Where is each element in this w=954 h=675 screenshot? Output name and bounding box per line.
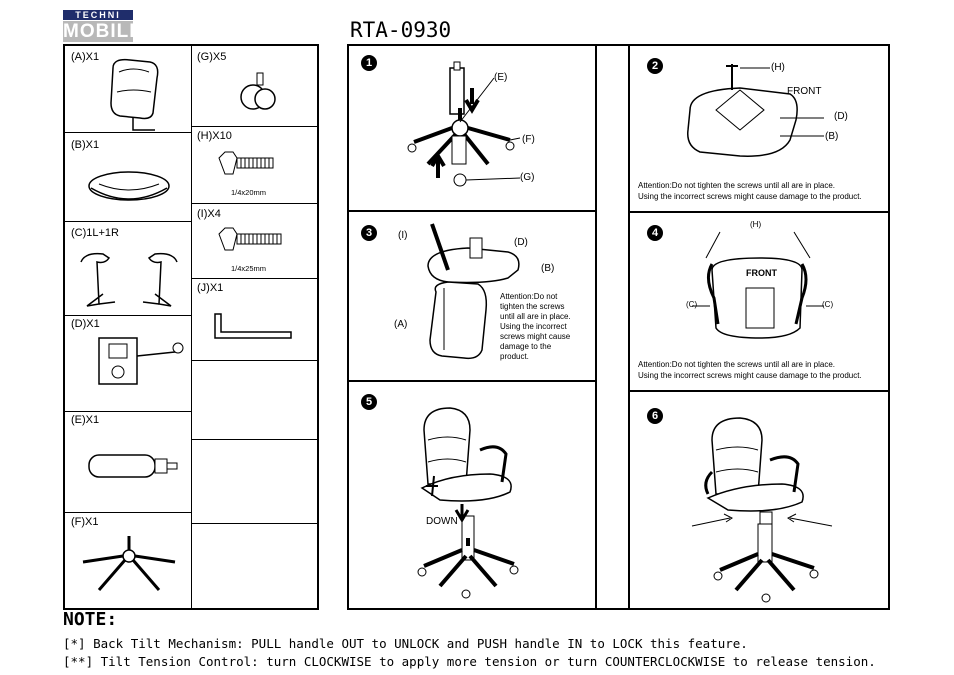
step-1-illustration [407, 61, 521, 187]
armrests-icon [80, 252, 178, 307]
star-base-icon [82, 536, 176, 591]
step-3-illustration [427, 223, 520, 360]
step-2-callout-d: (D) [834, 111, 848, 122]
gas-cylinder-icon [88, 454, 178, 478]
parts-list: (A)X1 (B)X1 (C)1L+1R (D)X1 (E)X1 (F)X1 [63, 44, 319, 610]
backrest-icon [110, 58, 159, 131]
steps-panel [347, 44, 890, 610]
seat-cushion-icon [88, 171, 170, 201]
step-3-callout-a: (A) [394, 319, 408, 330]
parts-divider [191, 46, 192, 608]
part-h-label: (H)X10 [197, 130, 232, 142]
logo-bottom-text: MOBILI [63, 21, 136, 42]
step-3-attention: Attention:Do not tighten the screws unti… [500, 292, 571, 361]
note-tilt-tension: [**] Tilt Tension Control: turn CLOCKWIS… [63, 654, 876, 669]
step-3-callout-d: (D) [514, 237, 528, 248]
model-title: RTA-0930 [350, 18, 452, 42]
step-2-attention-2: Using the incorrect screws might cause d… [638, 192, 862, 201]
step-6-number: 6 [647, 408, 663, 424]
part-c-label: (C)1L+1R [71, 227, 119, 239]
part-e-label: (E)X1 [71, 414, 100, 426]
bolt-h-icon [218, 151, 274, 175]
step-2-callout-h: (H) [771, 62, 785, 73]
step-1-callout-g: (G) [520, 172, 535, 183]
step-1-number: 1 [361, 55, 377, 71]
step-4-callout-front: FRONT [746, 268, 777, 278]
part-i-size: 1/4x25mm [231, 264, 267, 273]
part-f-label: (F)X1 [71, 516, 99, 528]
step-2-number: 2 [647, 58, 663, 74]
note-back-tilt: [*] Back Tilt Mechanism: PULL handle OUT… [63, 636, 748, 651]
bolt-i-icon [218, 227, 282, 251]
step-1-callout-f: (F) [522, 134, 535, 145]
step-2-callout-front: FRONT [787, 86, 822, 97]
part-g-label: (G)X5 [197, 51, 227, 63]
step-5-illustration [417, 407, 519, 599]
allen-key-icon [214, 313, 292, 339]
part-a-label: (A)X1 [71, 51, 100, 63]
step-2-callout-b: (B) [825, 131, 839, 142]
step-4-callout-h: (H) [750, 220, 762, 229]
brand-logo: TECHNI MOBILI [63, 10, 136, 42]
part-b-label: (B)X1 [71, 139, 100, 151]
part-j-label: (J)X1 [197, 282, 224, 294]
part-d-label: (D)X1 [71, 318, 100, 330]
step-4-callout-c-left: (C) [686, 300, 698, 309]
step-4-illustration [692, 231, 824, 339]
part-i-label: (I)X4 [197, 208, 221, 220]
mechanism-plate-icon [98, 337, 184, 385]
step-4-attention: Attention:Do not tighten the screws unti… [638, 360, 835, 369]
step-1-callout-e: (E) [494, 72, 508, 83]
step-5-number: 5 [361, 394, 377, 410]
part-h-size: 1/4x20mm [231, 188, 267, 197]
logo-top-text: TECHNI [63, 10, 133, 20]
caster-icon [240, 72, 276, 110]
step-2-attention: Attention:Do not tighten the screws unti… [638, 181, 835, 190]
step-4-number: 4 [647, 225, 663, 241]
step-6-illustration [691, 417, 833, 603]
step-4-attention-2: Using the incorrect screws might cause d… [638, 371, 862, 380]
note-title: NOTE: [63, 609, 118, 630]
step-5-callout-down: DOWN [426, 516, 458, 527]
step-3-callout-i: (I) [398, 230, 408, 241]
step-2-illustration [687, 64, 824, 157]
step-3-number: 3 [361, 225, 377, 241]
step-4-callout-c-right: (C) [822, 300, 834, 309]
step-3-callout-b: (B) [541, 263, 555, 274]
